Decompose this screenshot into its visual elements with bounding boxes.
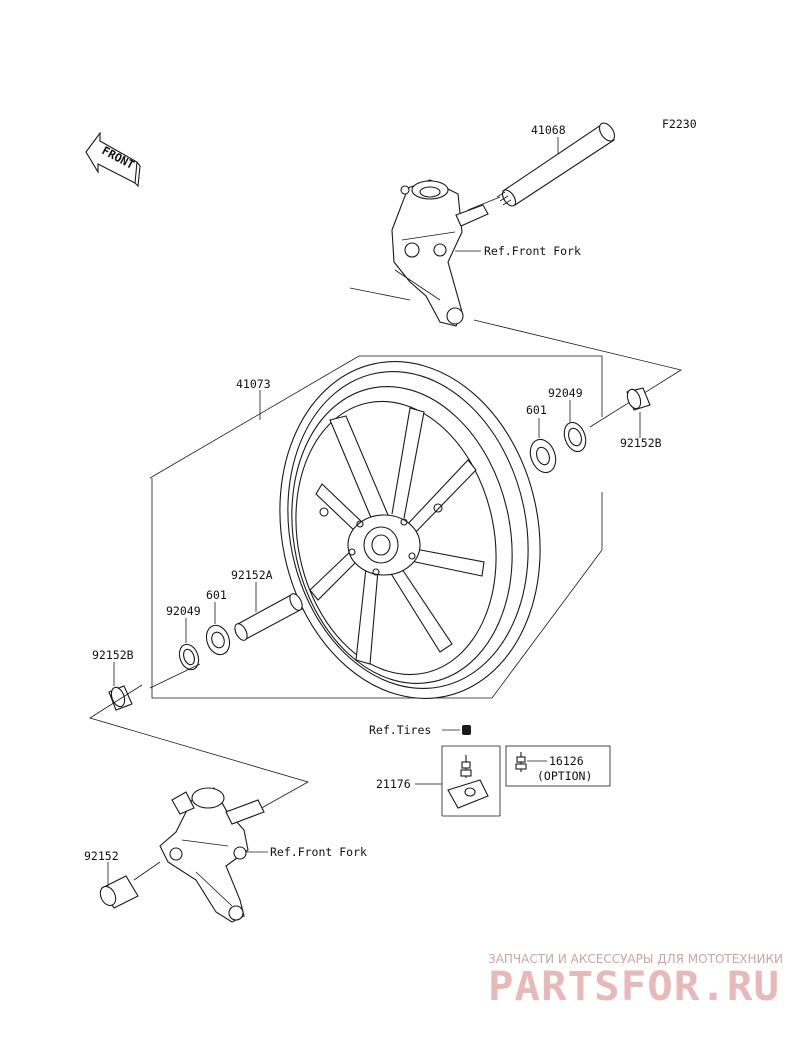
valve-label: 21176 [376,777,411,791]
watermark-tagline: ЗАПЧАСТИ И АКСЕССУАРЫ ДЛЯ МОТОТЕХНИКИ [488,952,783,966]
seal-right-part [563,421,587,453]
seal-left-label: 92049 [166,604,201,618]
fork-top-part [391,179,489,327]
seal-right-label: 92049 [548,386,583,400]
valve-option-part [515,752,527,772]
valve-part [447,755,489,809]
valve-option-label: 16126 [549,754,584,768]
fork-ref-top-label: Ref.Front Fork [484,244,581,258]
bearing-left-label: 601 [206,588,227,602]
collar-left-part [108,685,133,711]
axle-label: 41068 [531,123,566,137]
axle-part [467,122,616,211]
collar-right-label: 92152B [620,436,662,450]
collar-bottom-label: 92152 [84,849,119,863]
bearing-right-part [529,438,557,474]
spacer-label: 92152A [231,568,273,582]
collar-bottom-part [99,875,139,909]
collar-right-part [626,387,651,411]
option-box [505,745,611,787]
wheel-label: 41073 [236,377,271,391]
fork-bottom-part [159,787,265,923]
option-text: (OPTION) [537,769,592,783]
diagram-code: F2230 [662,117,697,131]
tires-ref-label: Ref.Tires [369,723,431,737]
watermark-brand: PARTSFOR.RU [488,964,780,1010]
fork-ref-bottom-label: Ref.Front Fork [270,845,367,859]
front-arrow-icon: FRONT [85,131,141,188]
collar-left-label: 92152B [92,648,134,662]
wheel-part [279,361,541,699]
valve-cap-icon [462,725,471,735]
seal-left-part [178,643,200,671]
bearing-left-part [205,624,231,656]
bearing-right-label: 601 [526,403,547,417]
spacer-part [234,593,303,641]
